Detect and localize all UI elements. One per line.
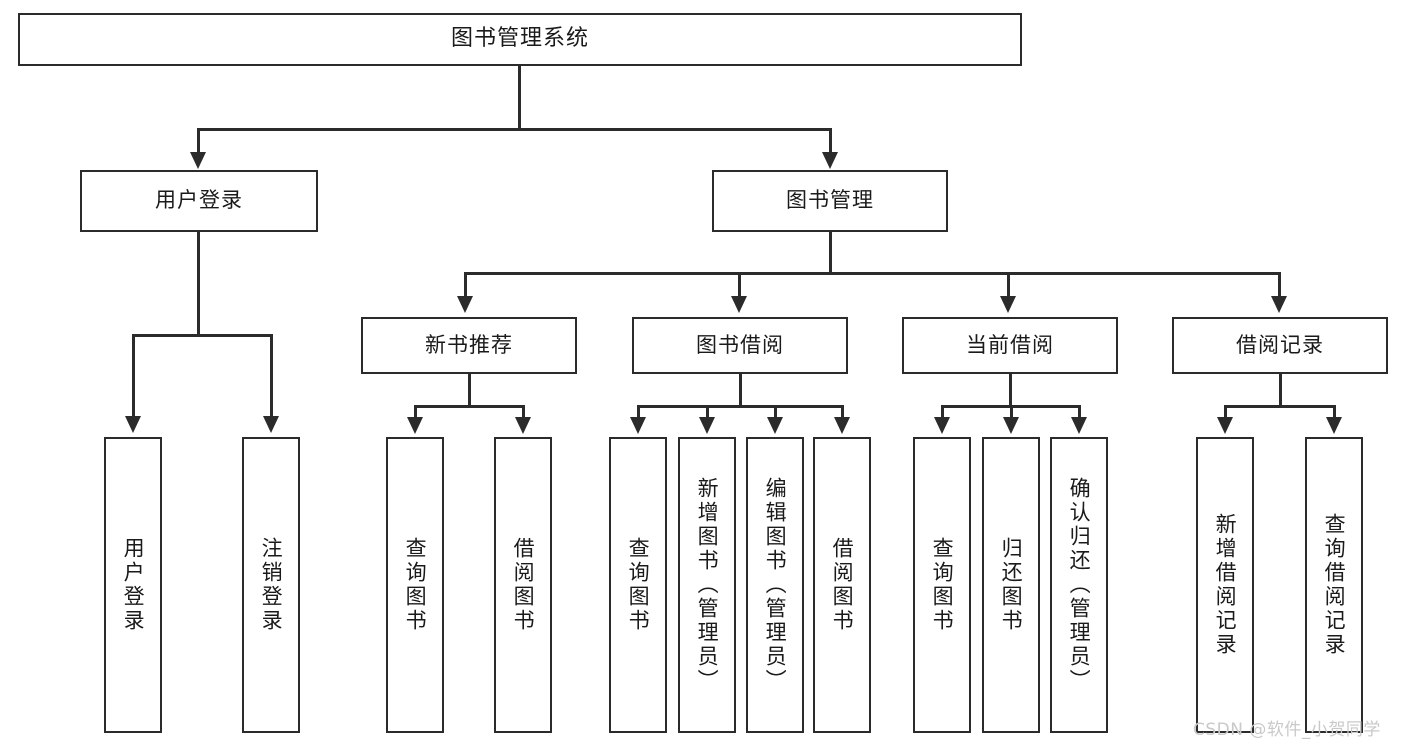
connector-to-leaf-borrow-book-a (522, 405, 525, 419)
leaf-query-record-label: 查询借阅记录 (1322, 513, 1347, 657)
leaf-edit-book[interactable]: 编辑图书（管理员） (746, 437, 804, 733)
node-book-manage-label: 图书管理 (786, 188, 874, 213)
node-root-system-label: 图书管理系统 (450, 26, 589, 52)
connector-to-book-borrow (738, 272, 741, 298)
node-borrow-record[interactable]: 借阅记录 (1172, 317, 1388, 374)
leaf-logout[interactable]: 注销登录 (242, 437, 300, 733)
leaf-add-record-label: 新增借阅记录 (1213, 513, 1238, 657)
connector-user-login-bus (132, 334, 272, 337)
connector-new-book-rec-stem (468, 374, 471, 407)
connector-root-stem (518, 66, 521, 130)
connector-to-leaf-logout (270, 334, 273, 418)
node-borrow-record-label: 借阅记录 (1236, 332, 1324, 357)
connector-to-new-book-rec (464, 272, 467, 298)
connector-to-leaf-add-record (1224, 405, 1227, 419)
arrowhead-leaf-borrow-book-a (515, 417, 531, 434)
leaf-query-book-b[interactable]: 查询图书 (609, 437, 667, 733)
leaf-add-record[interactable]: 新增借阅记录 (1196, 437, 1254, 733)
arrowhead-leaf-confirm-return (1071, 417, 1087, 434)
leaf-edit-book-label: 编辑图书（管理员） (763, 477, 788, 693)
leaf-borrow-book-b[interactable]: 借阅图书 (813, 437, 871, 733)
arrowhead-user-login (190, 152, 206, 169)
connector-to-leaf-query-record (1333, 405, 1336, 419)
arrowhead-leaf-edit-book (767, 417, 783, 434)
node-book-borrow[interactable]: 图书借阅 (632, 317, 848, 374)
connector-level1-bus (197, 128, 831, 131)
connector-to-leaf-query-book-c (941, 405, 944, 419)
watermark-text: CSDN @软件_小贺同学 (1193, 720, 1381, 740)
node-current-borrow[interactable]: 当前借阅 (902, 317, 1118, 374)
leaf-query-book-b-label: 查询图书 (626, 537, 651, 633)
node-user-login[interactable]: 用户登录 (80, 170, 318, 232)
node-book-borrow-label: 图书借阅 (696, 332, 784, 357)
leaf-logout-label: 注销登录 (259, 537, 284, 633)
arrowhead-leaf-add-record (1217, 417, 1233, 434)
node-user-login-label: 用户登录 (155, 188, 243, 213)
node-new-book-rec-label: 新书推荐 (425, 332, 513, 357)
leaf-query-book-a-label: 查询图书 (403, 537, 428, 633)
leaf-query-record[interactable]: 查询借阅记录 (1305, 437, 1363, 733)
connector-to-leaf-return-book (1010, 405, 1013, 419)
connector-to-leaf-borrow-book-b (841, 405, 844, 419)
connector-to-user-login (197, 128, 200, 154)
leaf-borrow-book-a-label: 借阅图书 (511, 537, 536, 633)
arrowhead-leaf-logout (263, 416, 279, 433)
arrowhead-leaf-user-login (125, 416, 141, 433)
leaf-borrow-book-a[interactable]: 借阅图书 (494, 437, 552, 733)
connector-book-borrow-bus (637, 405, 843, 408)
leaf-query-book-a[interactable]: 查询图书 (386, 437, 444, 733)
arrowhead-book-manage (822, 152, 838, 169)
leaf-borrow-book-b-label: 借阅图书 (830, 537, 855, 633)
leaf-query-book-c[interactable]: 查询图书 (913, 437, 971, 733)
connector-to-book-manage (829, 128, 832, 154)
connector-current-borrow-stem (1009, 374, 1012, 407)
node-new-book-rec[interactable]: 新书推荐 (361, 317, 577, 374)
arrowhead-new-book-rec (457, 296, 473, 313)
leaf-user-login[interactable]: 用户登录 (104, 437, 162, 733)
connector-to-leaf-add-book (706, 405, 709, 419)
leaf-confirm-return[interactable]: 确认归还（管理员） (1050, 437, 1108, 733)
arrowhead-borrow-record (1271, 296, 1287, 313)
node-book-manage[interactable]: 图书管理 (712, 170, 948, 232)
connector-borrow-record-bus (1224, 405, 1335, 408)
leaf-add-book-label: 新增图书（管理员） (695, 477, 720, 693)
connector-borrow-record-stem (1279, 374, 1282, 407)
node-root-system[interactable]: 图书管理系统 (18, 13, 1022, 66)
connector-to-borrow-record (1278, 272, 1281, 298)
leaf-user-login-label: 用户登录 (121, 537, 146, 633)
leaf-query-book-c-label: 查询图书 (930, 537, 955, 633)
arrowhead-leaf-query-book-a (407, 417, 423, 434)
arrowhead-leaf-query-record (1326, 417, 1342, 434)
connector-user-login-stem (197, 232, 200, 336)
node-current-borrow-label: 当前借阅 (966, 332, 1054, 357)
leaf-return-book-label: 归还图书 (999, 537, 1024, 633)
arrowhead-book-borrow (731, 296, 747, 313)
leaf-confirm-return-label: 确认归还（管理员） (1067, 477, 1092, 693)
arrowhead-leaf-return-book (1003, 417, 1019, 434)
connector-book-borrow-stem (739, 374, 742, 407)
arrowhead-leaf-query-book-b (630, 417, 646, 434)
arrowhead-leaf-query-book-c (934, 417, 950, 434)
connector-book-manage-stem (829, 232, 832, 274)
connector-to-leaf-user-login (132, 334, 135, 418)
arrowhead-current-borrow (1000, 296, 1016, 313)
connector-to-leaf-query-book-a (414, 405, 417, 419)
arrowhead-leaf-borrow-book-b (834, 417, 850, 434)
connector-to-leaf-confirm-return (1078, 405, 1081, 419)
connector-level2-bus (464, 272, 1280, 275)
connector-to-leaf-edit-book (774, 405, 777, 419)
connector-to-current-borrow (1007, 272, 1010, 298)
leaf-add-book[interactable]: 新增图书（管理员） (678, 437, 736, 733)
leaf-return-book[interactable]: 归还图书 (982, 437, 1040, 733)
connector-to-leaf-query-book-b (637, 405, 640, 419)
arrowhead-leaf-add-book (699, 417, 715, 434)
connector-new-book-rec-bus (414, 405, 524, 408)
